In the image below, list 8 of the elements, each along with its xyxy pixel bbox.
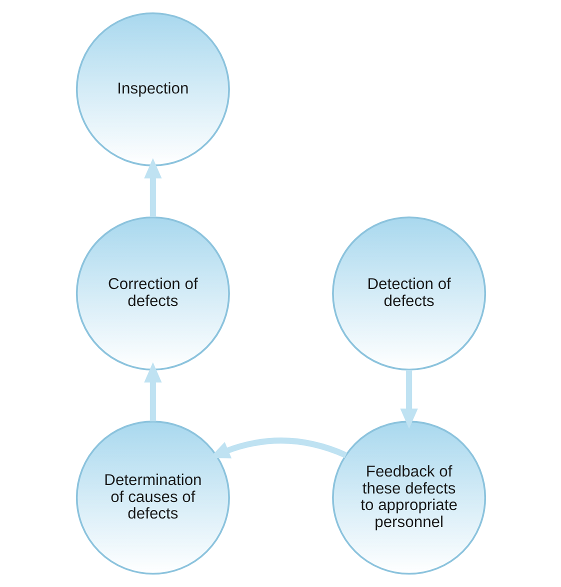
node-circle: Determination of causes of defects [75, 420, 230, 575]
arrow [400, 370, 418, 429]
node-circle: Feedback of these defects to appropriate personnel [332, 420, 486, 575]
node-circle: Inspection [75, 12, 230, 166]
arrow [144, 362, 162, 422]
node-circle: Correction of defects [75, 216, 230, 371]
arrow [144, 158, 162, 218]
node-circle: Detection of defects [332, 216, 486, 371]
